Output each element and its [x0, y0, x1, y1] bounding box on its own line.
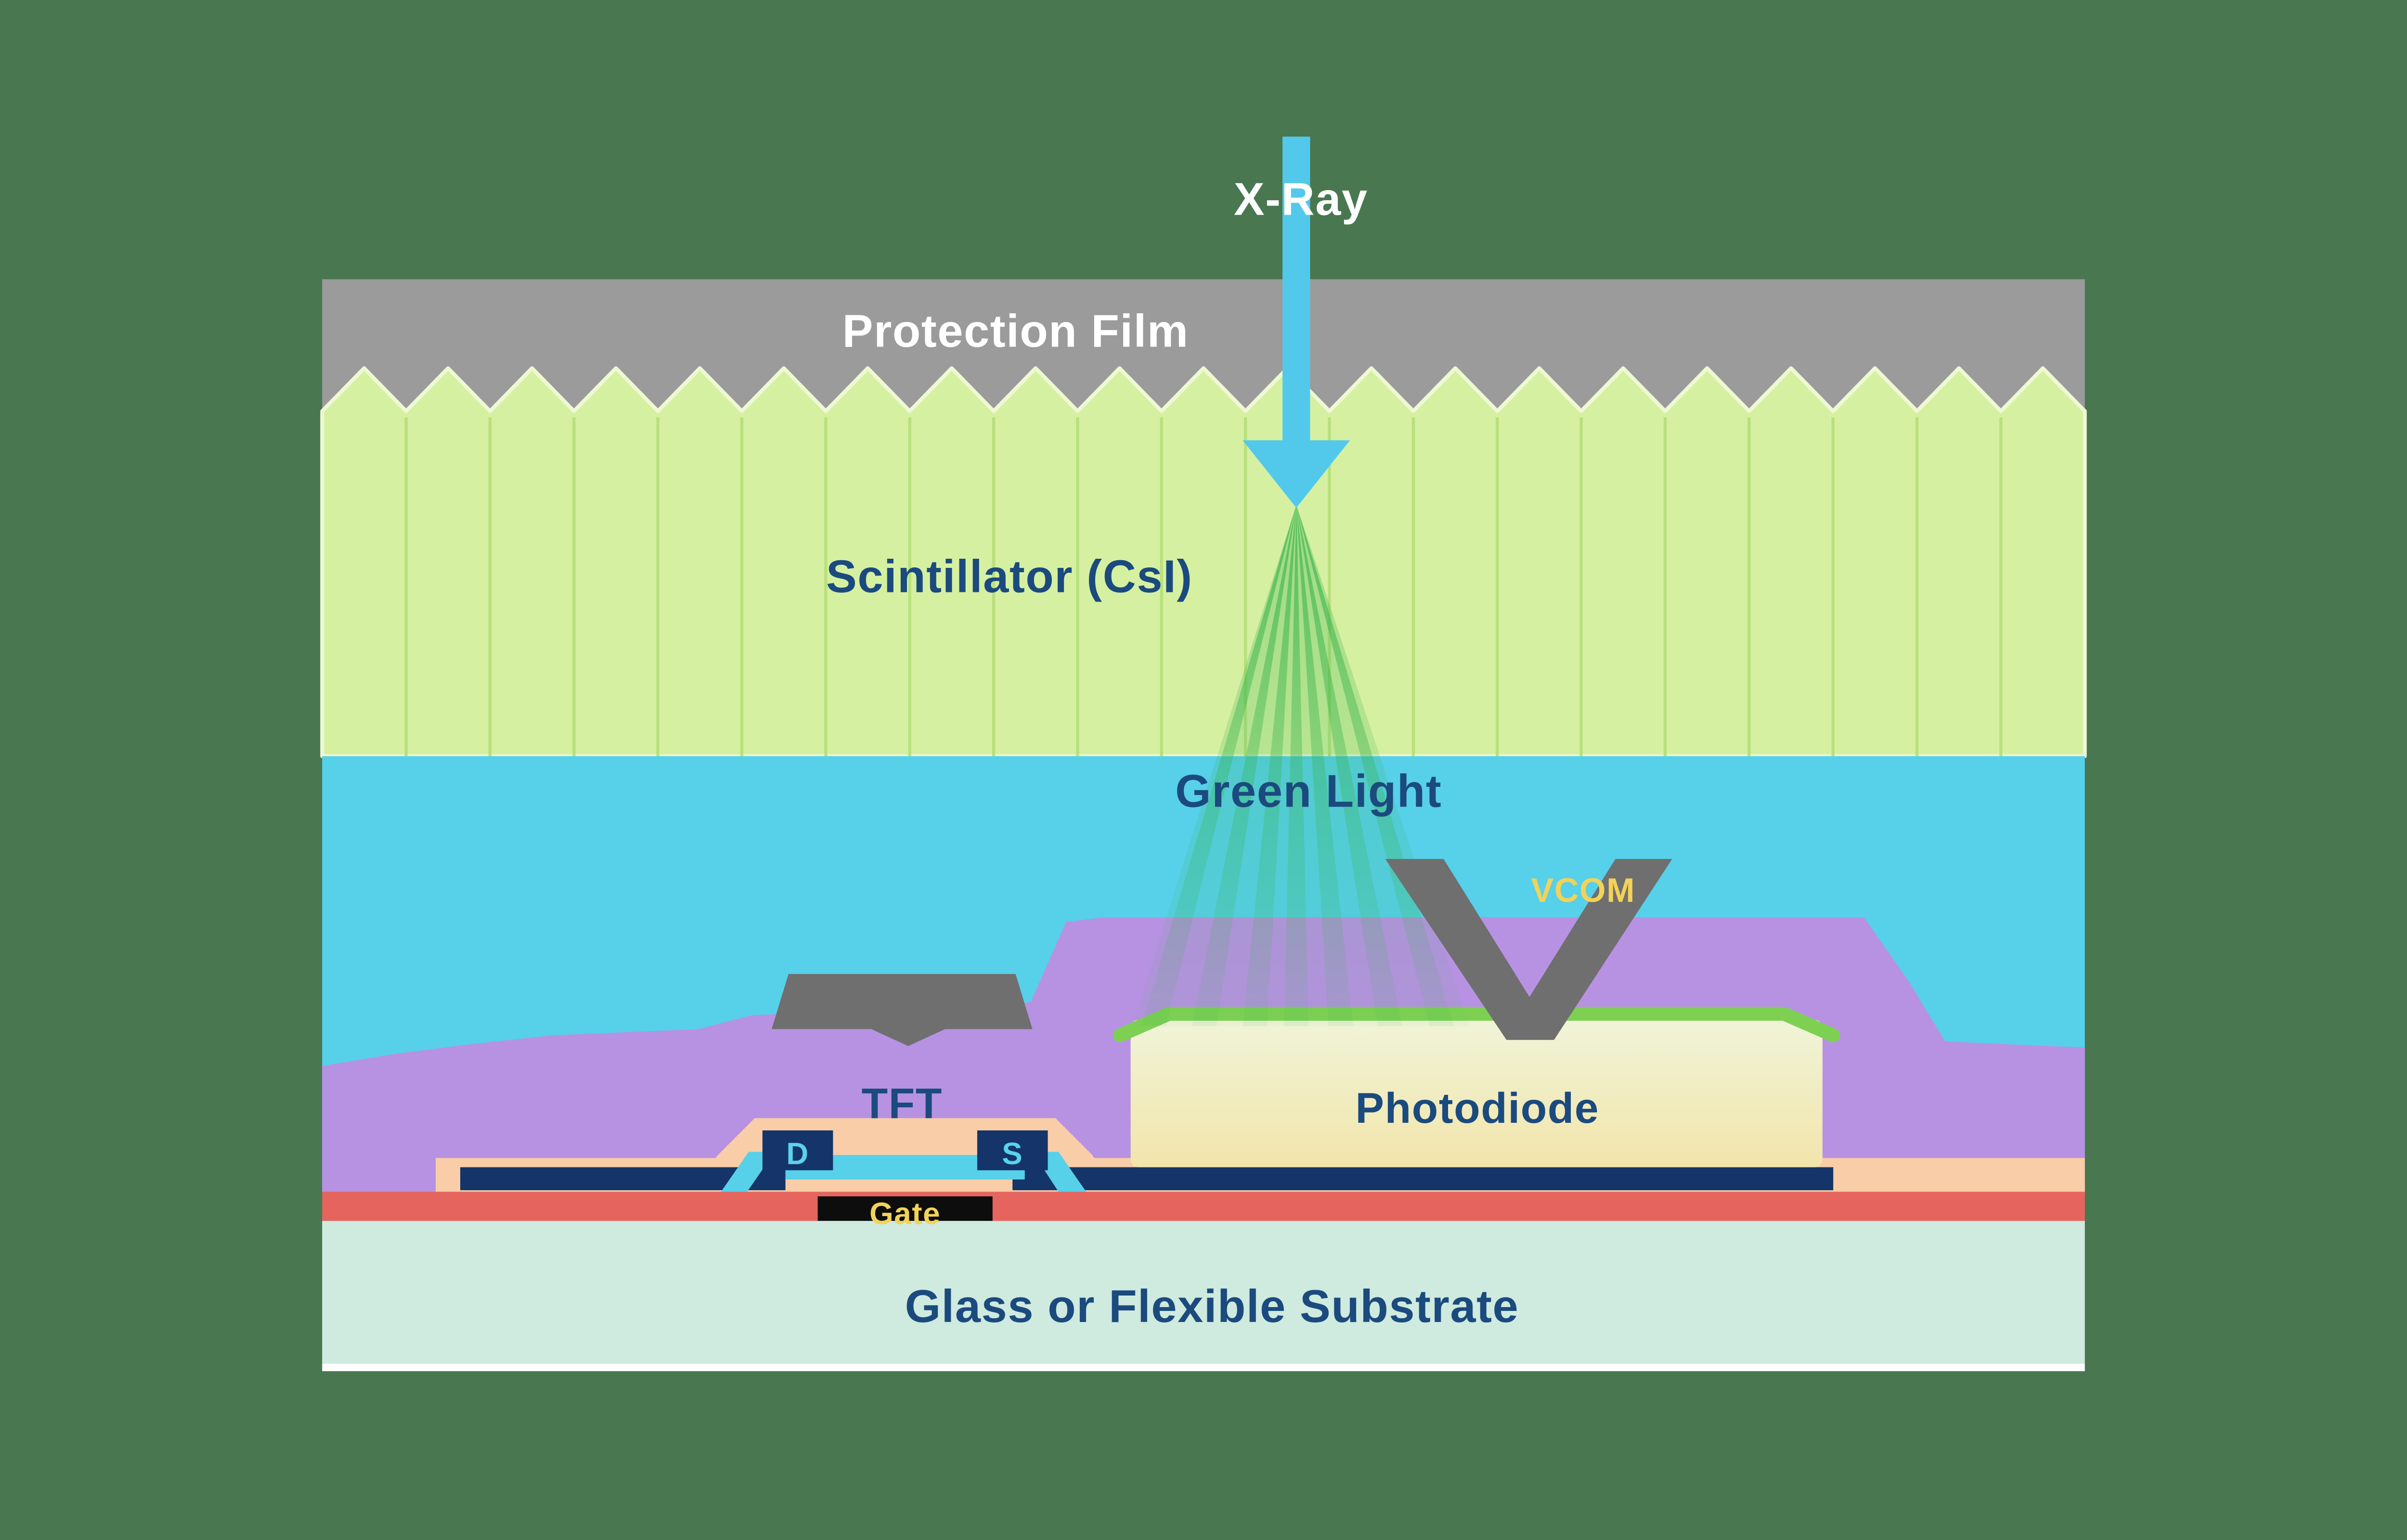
drain-electrode: [762, 1130, 833, 1170]
source-label: S: [1002, 1136, 1023, 1171]
tft-channel-left-wedge: [721, 1152, 775, 1192]
metal-line-right: [1012, 1167, 1834, 1191]
green-light-cone: [1132, 504, 1470, 1027]
scintillator-layer: [320, 366, 2087, 758]
photodiode-body: [1130, 1020, 1823, 1168]
xray-label: X-Ray: [1234, 173, 1368, 225]
substrate-label: Glass or Flexible Substrate: [905, 1281, 1519, 1332]
tft-label: TFT: [862, 1079, 943, 1127]
green-light-label: Green Light: [1175, 765, 1442, 817]
left-electrode-block: [771, 974, 1033, 1046]
protection-film-label: Protection Film: [842, 305, 1189, 357]
vcom-label: VCOM: [1531, 872, 1635, 909]
drain-label: D: [786, 1136, 809, 1171]
gate-label: Gate: [869, 1196, 941, 1231]
scintillator-column-lines: [404, 417, 2003, 757]
source-electrode: [977, 1130, 1048, 1170]
panel-bottom-edge: [322, 1363, 2085, 1372]
gate-insulator-layer: [322, 1192, 2085, 1221]
vcom-electrode: [1385, 859, 1672, 1040]
scintillator-label: Scintillator (CsI): [826, 551, 1193, 602]
substrate-layer: [322, 1220, 2085, 1364]
photodiode-label: Photodiode: [1356, 1084, 1600, 1132]
xray-arrow-icon: [1242, 136, 1350, 508]
